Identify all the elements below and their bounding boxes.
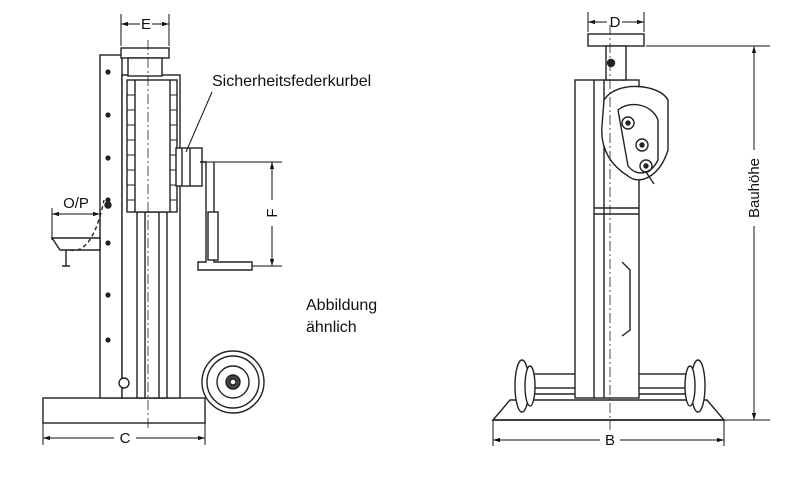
toe-lift — [50, 237, 101, 251]
side-view — [42, 40, 265, 430]
note-line-1: Abbildung — [306, 297, 377, 314]
crank-arm — [197, 161, 253, 271]
rack-holes — [105, 69, 111, 343]
label-B: B — [605, 432, 615, 449]
transport-wheel — [201, 350, 265, 414]
label-E: E — [141, 16, 151, 33]
dim-B — [492, 420, 725, 446]
crank-hub — [175, 147, 203, 187]
rack-post — [99, 54, 123, 399]
label-C: C — [120, 430, 131, 447]
crank-leader — [185, 91, 213, 153]
gear-teeth — [127, 94, 177, 201]
front-head-plate — [587, 33, 645, 47]
front-wheel-left — [514, 359, 536, 413]
note-line-2: ähnlich — [306, 319, 357, 336]
dim-E — [120, 14, 170, 46]
lifting-column — [136, 211, 168, 399]
dim-bauhoehe — [646, 45, 770, 421]
dim-C — [42, 423, 206, 445]
dim-F — [202, 161, 282, 267]
front-wheel-right — [684, 359, 706, 413]
dim-OP — [51, 208, 101, 240]
label-D: D — [610, 14, 621, 31]
label-bauhoehe: Bauhöhe — [746, 158, 763, 218]
head-plate — [120, 47, 170, 59]
crank-knob — [207, 211, 219, 261]
dim-D — [587, 12, 645, 32]
front-view — [491, 25, 726, 430]
base-plate — [42, 397, 206, 424]
label-crank: Sicherheitsfederkurbel — [212, 73, 371, 90]
label-F: F — [264, 208, 281, 217]
label-OP: O/P — [63, 195, 89, 212]
